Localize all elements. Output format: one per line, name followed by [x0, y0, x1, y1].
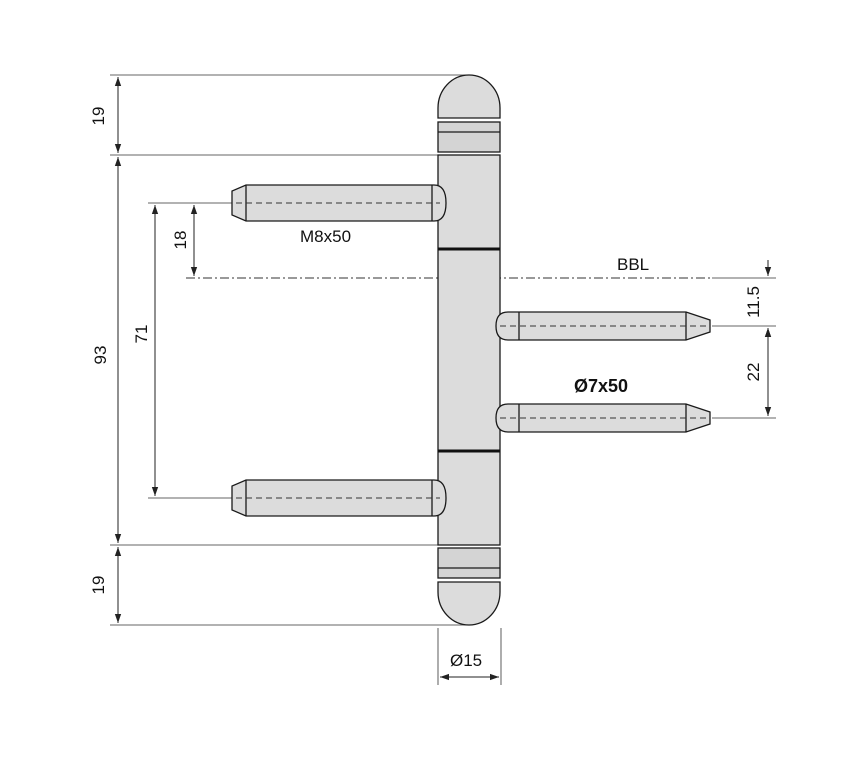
label-pin-right: Ø7x50: [574, 376, 628, 396]
label-diameter: Ø15: [450, 651, 482, 670]
bottom-cap-ring: [437, 547, 501, 579]
dim-bottom-cap: 19: [89, 576, 108, 595]
dimension-lines: [114, 77, 772, 681]
top-cap-ring: [437, 121, 501, 153]
dim-right-offset: 11.5: [744, 286, 763, 318]
dim-pin-offset: 18: [171, 231, 190, 250]
dim-top-cap: 19: [89, 107, 108, 126]
left-pin-top: [231, 184, 447, 222]
label-pin-top: M8x50: [300, 227, 351, 246]
right-pin-top: [495, 311, 711, 341]
bottom-cap-dome: [437, 581, 501, 626]
hinge-tube: [437, 154, 501, 546]
hinge-body: [437, 74, 501, 626]
left-pin-bottom: [231, 479, 447, 517]
dim-body: 93: [91, 346, 110, 365]
dim-pin-spacing: 71: [132, 325, 151, 344]
right-pin-bottom: [495, 403, 711, 433]
extension-lines: [110, 74, 776, 685]
label-bbl: BBL: [617, 255, 649, 274]
top-cap-dome: [437, 74, 501, 119]
dim-right-spacing: 22: [744, 363, 763, 382]
